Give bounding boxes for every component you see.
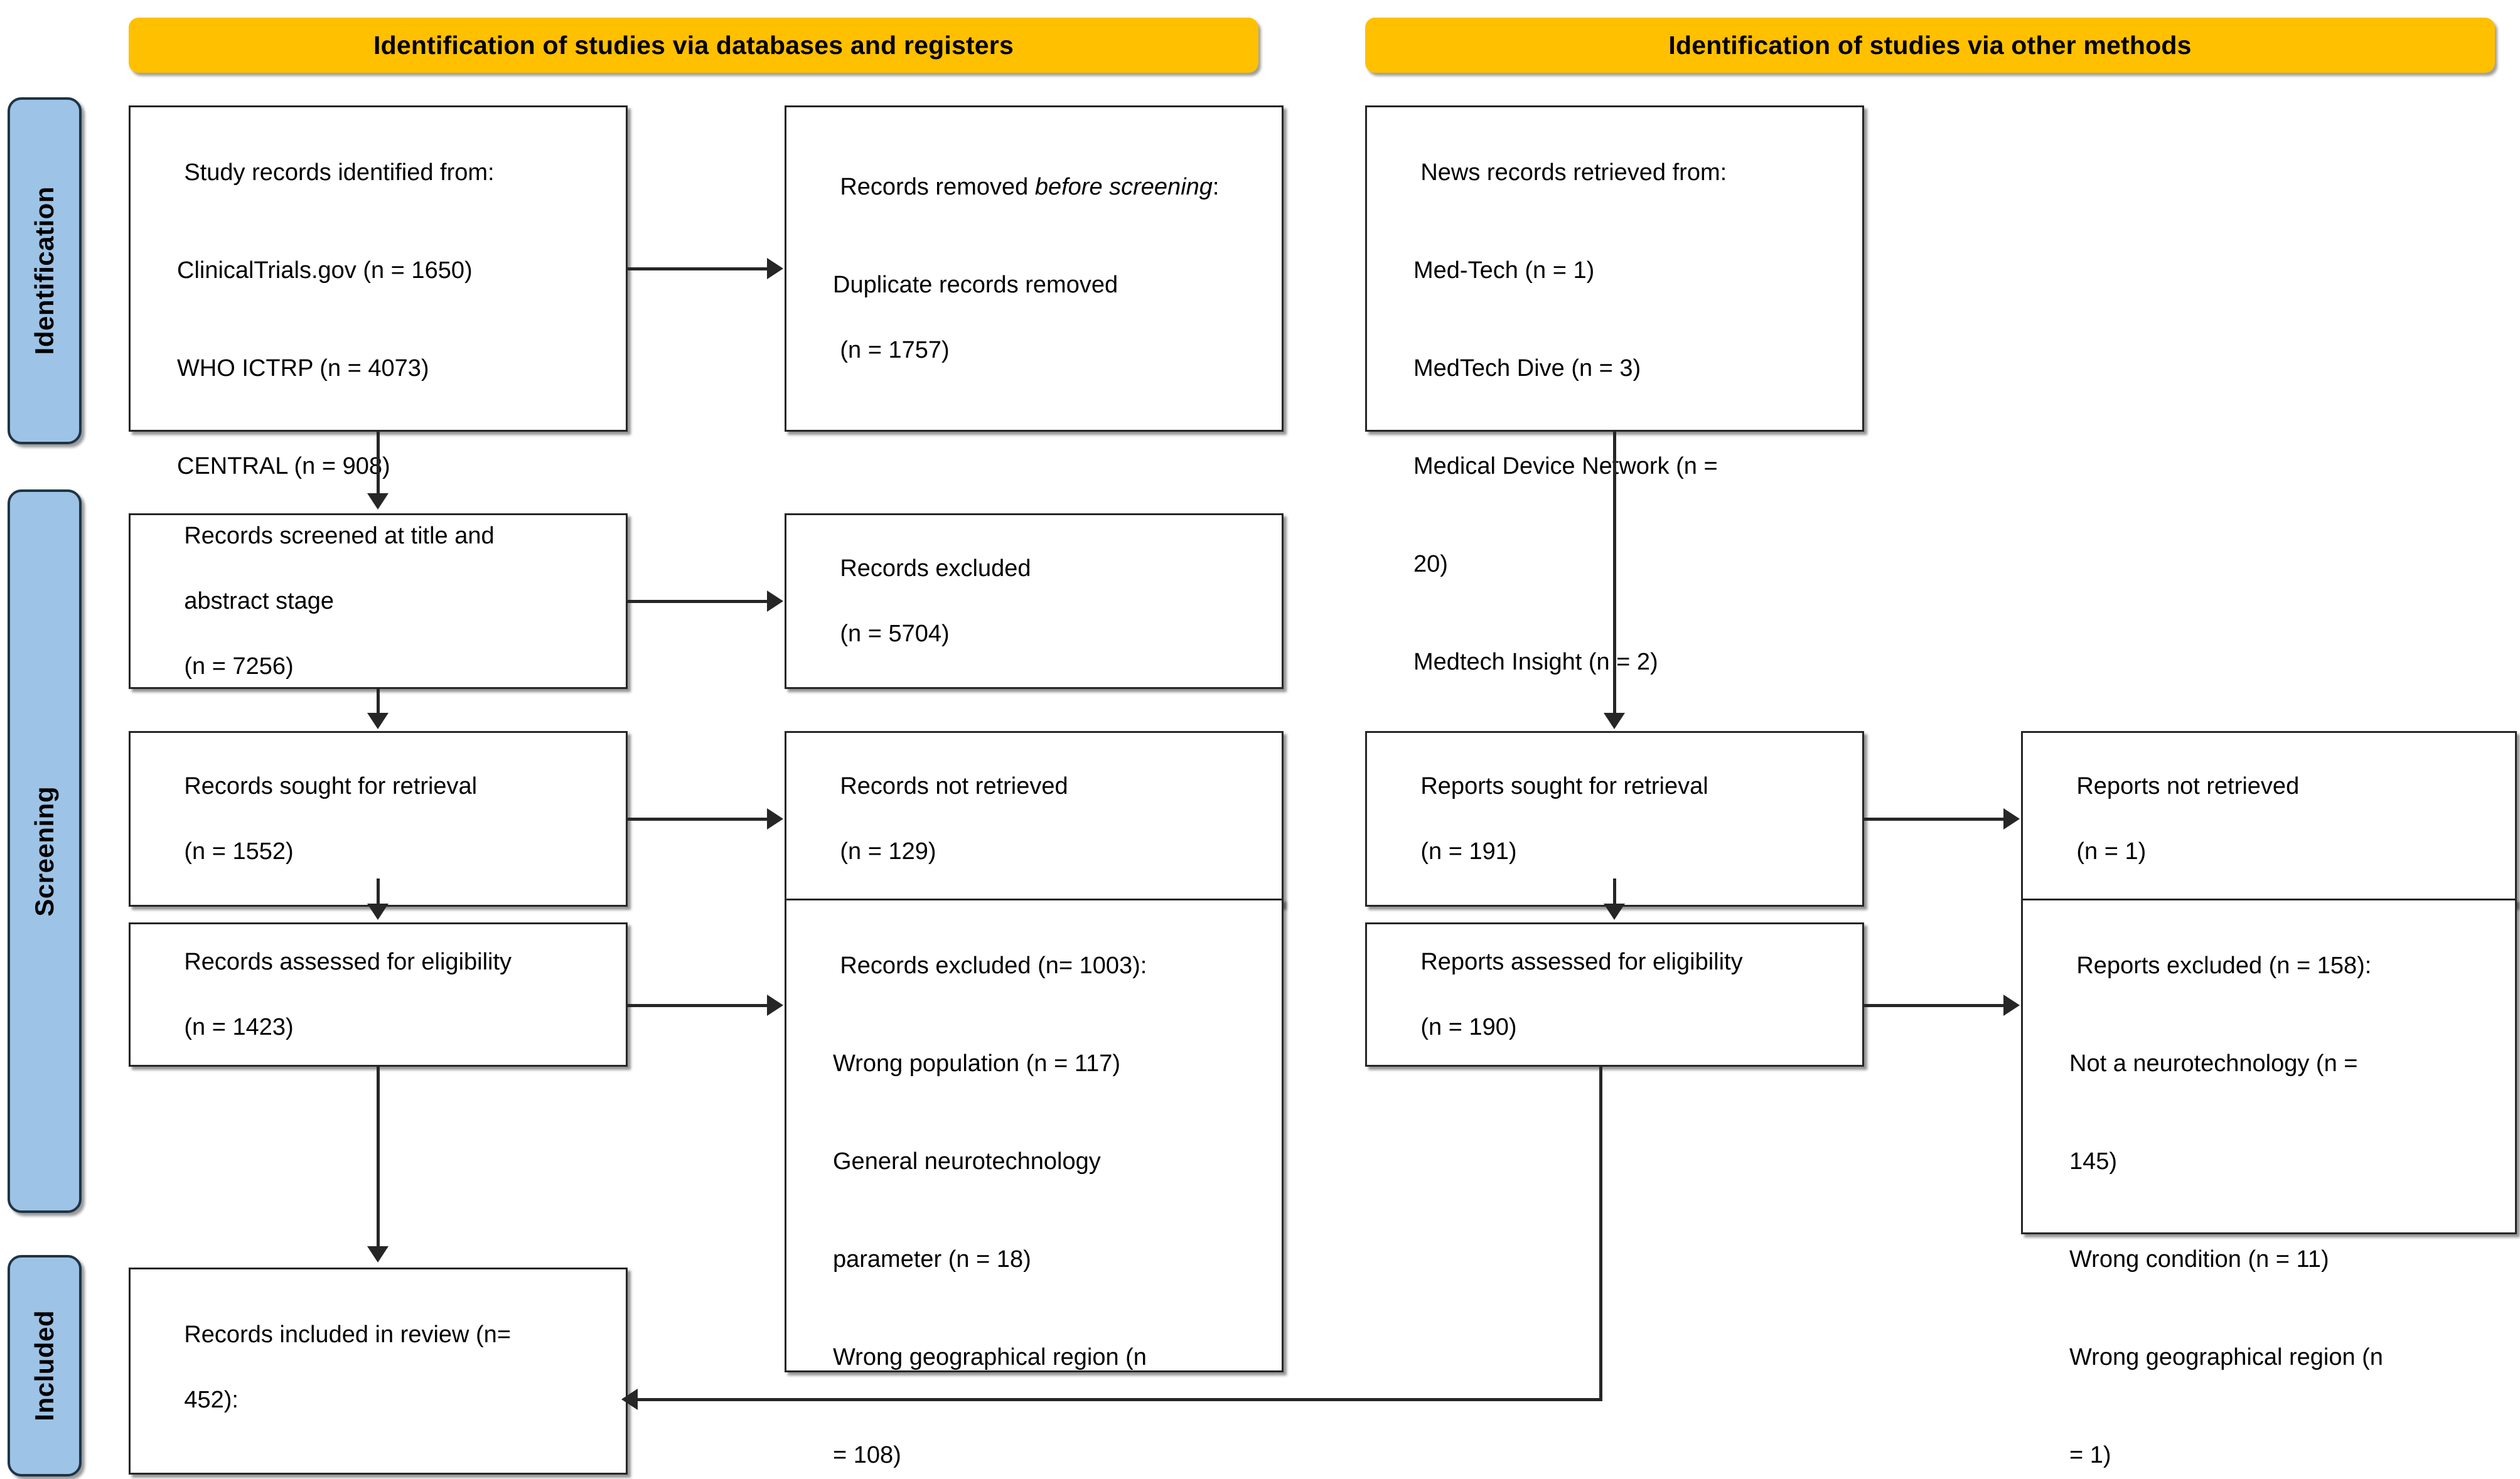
arrowhead-screened-to-excluded [767, 590, 783, 612]
reports-excluded-item-1: 145) [2069, 1148, 2118, 1175]
stage-label-included-text: Included [29, 1310, 59, 1421]
records-assessed-line-1: (n = 1423) [184, 1014, 294, 1040]
study-records-title: Study records identified from: [184, 159, 495, 186]
connector-identified-to-removed [628, 267, 768, 270]
reports-sought-line-0: Reports sought for retrieval [1420, 773, 1708, 799]
connector-identified-to-screened [377, 432, 380, 494]
arrowhead-news-to-reports-sought [1604, 713, 1625, 729]
stage-label-screening-text: Screening [29, 786, 59, 917]
box-reports-not-retrieved: Reports not retrieved (n = 1) [2021, 731, 2517, 907]
arrowhead-identified-to-screened [367, 493, 389, 510]
connector-screened-to-excluded [628, 600, 768, 603]
banner-databases-registers-label: Identification of studies via databases … [373, 30, 1014, 60]
box-news-records-retrieved: News records retrieved from: Med-Tech (n… [1365, 105, 1864, 773]
arrowhead-reports-assessed-to-excluded [2003, 995, 2020, 1016]
connector-reports-sought-to-assessed [1613, 878, 1616, 905]
news-records-item-4: Medtech Insight (n = 2) [1413, 649, 1658, 675]
connector-sought-to-assessed-main [377, 878, 380, 905]
news-records-item-0: Med-Tech (n = 1) [1413, 257, 1595, 284]
study-records-item-1: WHO ICTRP (n = 4073) [177, 355, 429, 382]
box-records-assessed-for-eligibility: Records assessed for eligibility (n = 14… [129, 922, 628, 1067]
stage-label-included: Included [8, 1255, 82, 1476]
connector-assessed-to-excluded [628, 1004, 768, 1007]
reports-not-retrieved-line-0: Reports not retrieved [2076, 773, 2300, 799]
connector-assessed-to-included [377, 1067, 380, 1247]
news-records-item-2: Medical Device Network (n = [1413, 453, 1718, 479]
records-included-title-line-1: 452): [184, 1387, 239, 1413]
records-removed-item-0: Duplicate records removed [833, 272, 1118, 298]
box-reports-excluded: Reports excluded (n = 158): Not a neurot… [2021, 899, 2517, 1468]
box-records-excluded-screening: Records excluded (n = 5704) [785, 513, 1284, 689]
study-records-item-2: CENTRAL (n = 908) [177, 453, 390, 479]
news-records-title: News records retrieved from: [1420, 159, 1727, 186]
arrowhead-reports-sought-to-not-retrieved [2003, 808, 2020, 830]
study-records-item-0: ClinicalTrials.gov (n = 1650) [177, 257, 473, 284]
reports-assessed-line-0: Reports assessed for eligibility [1420, 949, 1743, 975]
arrowhead-sought-to-assessed [367, 904, 389, 920]
connector-screened-to-sought [377, 689, 380, 714]
records-sought-line-0: Records sought for retrieval [184, 773, 478, 799]
stage-label-identification-text: Identification [29, 186, 59, 355]
records-not-retrieved-line-1: (n = 129) [840, 838, 936, 865]
reports-assessed-line-1: (n = 190) [1420, 1014, 1517, 1040]
connector-reports-assessed-to-included-horizontal [637, 1398, 1602, 1401]
connector-sought-to-not-retrieved [628, 818, 768, 821]
records-screened-line-0: Records screened at title and [184, 523, 495, 549]
arrowhead-reports-sought-to-assessed [1604, 904, 1625, 920]
box-records-included-in-review: Records included in review (n= 452): Stu… [129, 1268, 628, 1475]
stage-label-screening: Screening [8, 489, 82, 1213]
records-sought-line-1: (n = 1552) [184, 838, 294, 865]
banner-other-methods-label: Identification of studies via other meth… [1668, 30, 2192, 60]
reports-excluded-item-2: Wrong condition (n = 11) [2069, 1246, 2329, 1273]
box-reports-sought-for-retrieval: Reports sought for retrieval (n = 191) [1365, 731, 1864, 907]
box-reports-assessed-for-eligibility: Reports assessed for eligibility (n = 19… [1365, 922, 1864, 1067]
connector-reports-assessed-to-excluded [1864, 1004, 2005, 1007]
box-records-sought-for-retrieval: Records sought for retrieval (n = 1552) [129, 731, 628, 907]
banner-databases-registers: Identification of studies via databases … [129, 18, 1258, 73]
records-screened-line-2: (n = 7256) [184, 653, 294, 680]
records-excluded-screening-line-0: Records excluded [840, 555, 1031, 582]
reports-excluded-item-0: Not a neurotechnology (n = [2069, 1050, 2358, 1077]
arrowhead-reports-assessed-to-included [621, 1389, 638, 1410]
box-records-removed-before-screening: Records removed before screening: Duplic… [785, 105, 1284, 432]
news-records-item-1: MedTech Dive (n = 3) [1413, 355, 1641, 382]
reports-excluded-item-4: = 1) [2069, 1442, 2111, 1468]
records-removed-title: Records removed before screening: [840, 174, 1220, 200]
stage-label-identification: Identification [8, 97, 82, 444]
records-not-retrieved-line-0: Records not retrieved [840, 773, 1068, 799]
connector-reports-sought-to-not-retrieved [1864, 818, 2005, 821]
records-excluded-item-2: parameter (n = 18) [833, 1246, 1031, 1273]
reports-excluded-title: Reports excluded (n = 158): [2076, 953, 2372, 979]
news-records-item-3: 20) [1413, 551, 1448, 577]
box-records-excluded-eligibility: Records excluded (n= 1003): Wrong popula… [785, 899, 1284, 1468]
banner-other-methods: Identification of studies via other meth… [1365, 18, 2495, 73]
records-excluded-item-0: Wrong population (n = 117) [833, 1050, 1121, 1077]
reports-excluded-item-3: Wrong geographical region (n [2069, 1344, 2383, 1370]
arrowhead-screened-to-sought [367, 713, 389, 729]
records-excluded-screening-line-1: (n = 5704) [840, 621, 950, 647]
records-excluded-item-3: Wrong geographical region (n [833, 1344, 1147, 1370]
records-excluded-eligibility-title: Records excluded (n= 1003): [840, 953, 1147, 979]
box-records-not-retrieved: Records not retrieved (n = 129) [785, 731, 1284, 907]
box-study-records-identified: Study records identified from: ClinicalT… [129, 105, 628, 675]
connector-reports-assessed-to-included-vertical [1599, 1067, 1602, 1399]
records-screened-line-1: abstract stage [184, 588, 335, 614]
records-assessed-line-0: Records assessed for eligibility [184, 949, 512, 975]
records-removed-item-1: (n = 1757) [840, 337, 950, 363]
reports-sought-line-1: (n = 191) [1420, 838, 1517, 865]
records-included-title-line-0: Records included in review (n= [184, 1321, 512, 1348]
box-records-screened: Records screened at title and abstract s… [129, 513, 628, 689]
arrowhead-assessed-to-excluded [767, 995, 783, 1016]
arrowhead-identified-to-removed [767, 258, 783, 279]
records-excluded-item-1: General neurotechnology [833, 1148, 1101, 1175]
connector-news-to-reports-sought [1613, 432, 1616, 714]
arrowhead-assessed-to-included [367, 1246, 389, 1263]
records-excluded-item-4: = 108) [833, 1442, 901, 1468]
arrowhead-sought-to-not-retrieved [767, 808, 783, 830]
reports-not-retrieved-line-1: (n = 1) [2076, 838, 2147, 865]
